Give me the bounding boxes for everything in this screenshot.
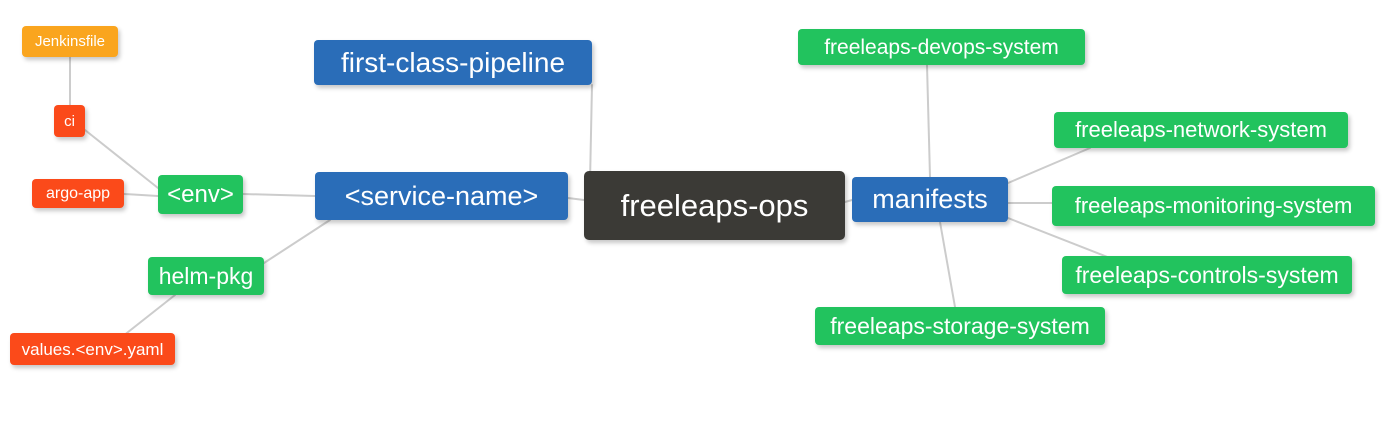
node-label-helm-pkg: helm-pkg	[158, 262, 254, 289]
edge-service-name-to-helm-pkg	[263, 219, 331, 264]
edge-service-name-to-env	[242, 193, 316, 197]
node-service-name[interactable]: <service-name>	[315, 172, 568, 220]
node-label-jenkinsfile: Jenkinsfile	[34, 33, 106, 50]
edge-manifests-to-freeleaps-devops-system	[926, 64, 931, 178]
node-label-freeleaps-ops: freeleaps-ops	[620, 188, 809, 223]
node-freeleaps-devops-system[interactable]: freeleaps-devops-system	[798, 29, 1085, 65]
node-label-argo-app: argo-app	[45, 184, 111, 202]
node-argo-app[interactable]: argo-app	[32, 179, 124, 208]
node-freeleaps-ops[interactable]: freeleaps-ops	[584, 171, 845, 240]
node-label-freeleaps-monitoring-system: freeleaps-monitoring-system	[1074, 193, 1353, 218]
node-label-values-env-yaml: values.<env>.yaml	[21, 339, 164, 359]
node-label-freeleaps-controls-system: freeleaps-controls-system	[1075, 261, 1339, 288]
node-freeleaps-controls-system[interactable]: freeleaps-controls-system	[1062, 256, 1352, 294]
node-ci[interactable]: ci	[54, 105, 85, 137]
node-label-freeleaps-storage-system: freeleaps-storage-system	[830, 312, 1090, 339]
edge-env-to-argo-app	[123, 193, 159, 197]
node-label-freeleaps-network-system: freeleaps-network-system	[1075, 117, 1327, 142]
node-label-first-class-pipeline: first-class-pipeline	[340, 46, 566, 78]
node-label-ci: ci	[64, 112, 75, 130]
edge-freeleaps-ops-to-service-name	[567, 197, 585, 201]
node-helm-pkg[interactable]: helm-pkg	[148, 257, 264, 295]
edge-manifests-to-freeleaps-network-system	[1007, 147, 1091, 184]
node-values-env-yaml[interactable]: values.<env>.yaml	[10, 333, 175, 365]
node-env[interactable]: <env>	[158, 175, 243, 214]
node-label-env: <env>	[167, 180, 234, 208]
node-freeleaps-storage-system[interactable]: freeleaps-storage-system	[815, 307, 1105, 345]
node-manifests[interactable]: manifests	[852, 177, 1008, 222]
node-label-service-name: <service-name>	[344, 180, 539, 211]
node-jenkinsfile[interactable]: Jenkinsfile	[22, 26, 118, 57]
edge-manifests-to-freeleaps-storage-system	[939, 221, 956, 308]
node-label-manifests: manifests	[872, 184, 988, 214]
node-freeleaps-network-system[interactable]: freeleaps-network-system	[1054, 112, 1348, 148]
node-label-freeleaps-devops-system: freeleaps-devops-system	[824, 35, 1059, 59]
node-first-class-pipeline[interactable]: first-class-pipeline	[314, 40, 592, 85]
edge-freeleaps-ops-to-manifests	[844, 199, 853, 203]
edge-freeleaps-ops-to-first-class-pipeline	[589, 84, 593, 183]
node-freeleaps-monitoring-system[interactable]: freeleaps-monitoring-system	[1052, 186, 1375, 226]
